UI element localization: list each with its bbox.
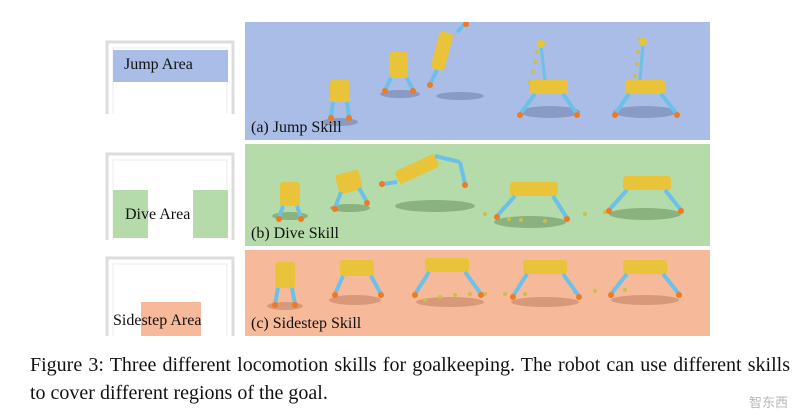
sidestep-robots-illustration — [267, 258, 682, 310]
goal-diagram-sidestep: Sidestep Area — [105, 254, 235, 338]
jump-robots-illustration — [322, 22, 680, 126]
dive-robots-illustration — [272, 154, 684, 228]
jump-skill-panel: (a) Jump Skill — [245, 22, 710, 140]
jump-area-label: Jump Area — [124, 56, 193, 73]
goal-diagram-dive: Dive Area — [105, 150, 235, 242]
sidestep-skill-panel: (c) Sidestep Skill — [245, 250, 710, 336]
sidestep-area-label: Sidestep Area — [113, 312, 202, 329]
sidestep-area-box — [141, 302, 201, 336]
watermark: 智东西 — [748, 396, 788, 411]
goal-frame-icon — [105, 256, 235, 336]
dive-area-label: Dive Area — [125, 206, 191, 223]
jump-area-box — [113, 50, 228, 82]
goal-diagram-jump: Jump Area — [105, 38, 235, 116]
figure-caption: Figure 3: Three different locomotion ski… — [30, 354, 790, 404]
dive-area-box-right — [193, 190, 228, 238]
sidestep-skill-caption: (c) Sidestep Skill — [251, 315, 362, 332]
dive-area-box-left — [113, 190, 148, 238]
jump-skill-caption: (a) Jump Skill — [251, 119, 342, 136]
dive-skill-panel: (b) Dive Skill — [245, 144, 710, 246]
dive-skill-caption: (b) Dive Skill — [251, 225, 339, 242]
